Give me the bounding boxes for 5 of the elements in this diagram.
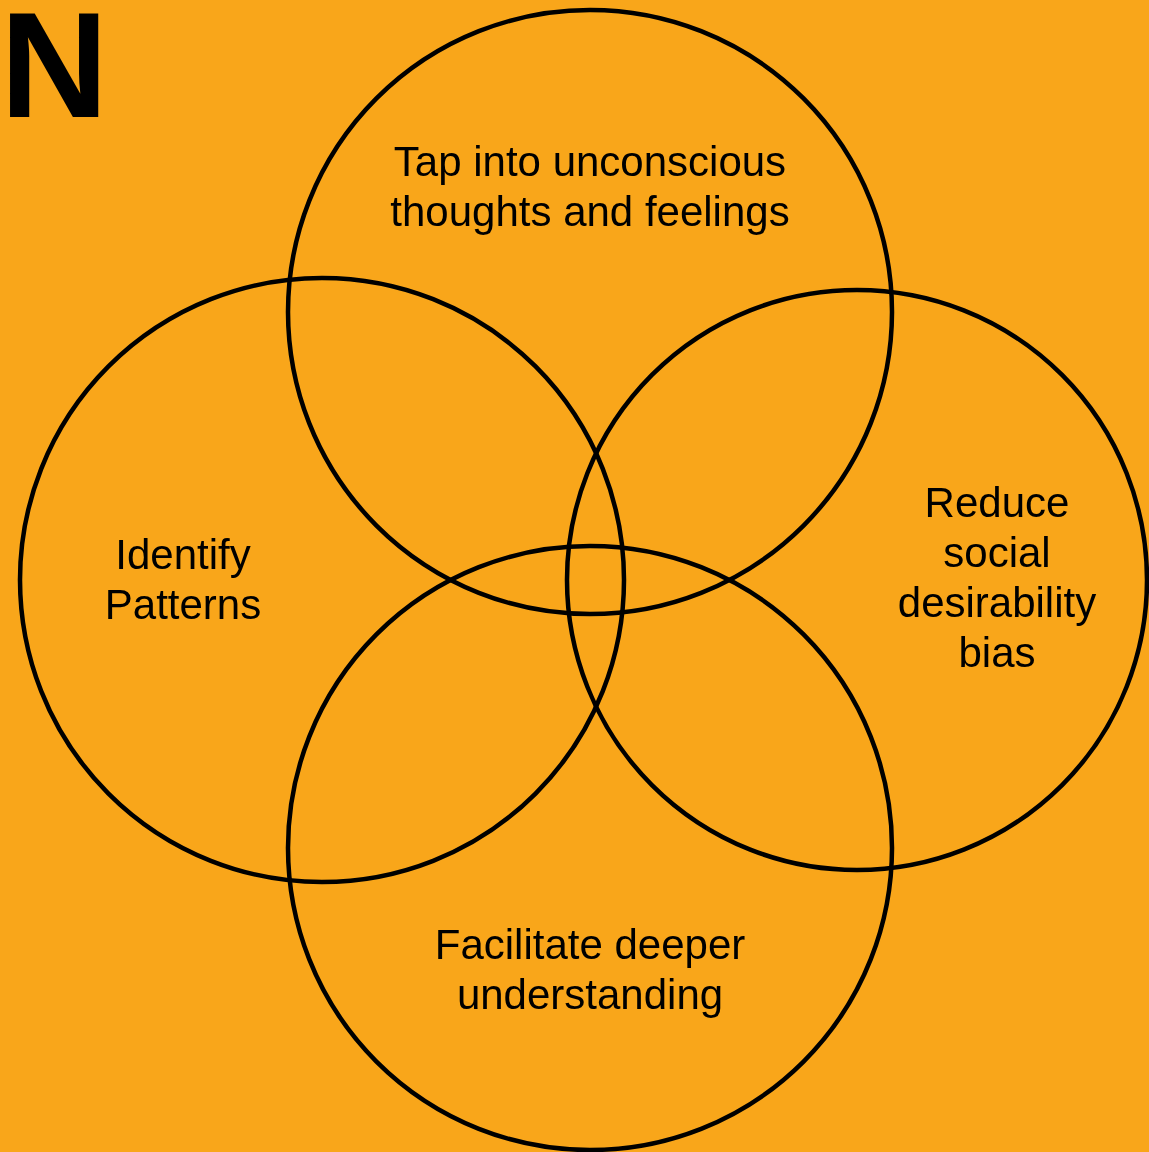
circle-label: Reduce social desirability bias [896, 478, 1098, 678]
circle-label: Tap into unconscious thoughts and feelings [389, 137, 791, 237]
circle-label: Identify Patterns [103, 530, 263, 630]
circle-label: Facilitate deeper understanding [433, 920, 747, 1020]
heading-fragment: N [0, 0, 109, 140]
